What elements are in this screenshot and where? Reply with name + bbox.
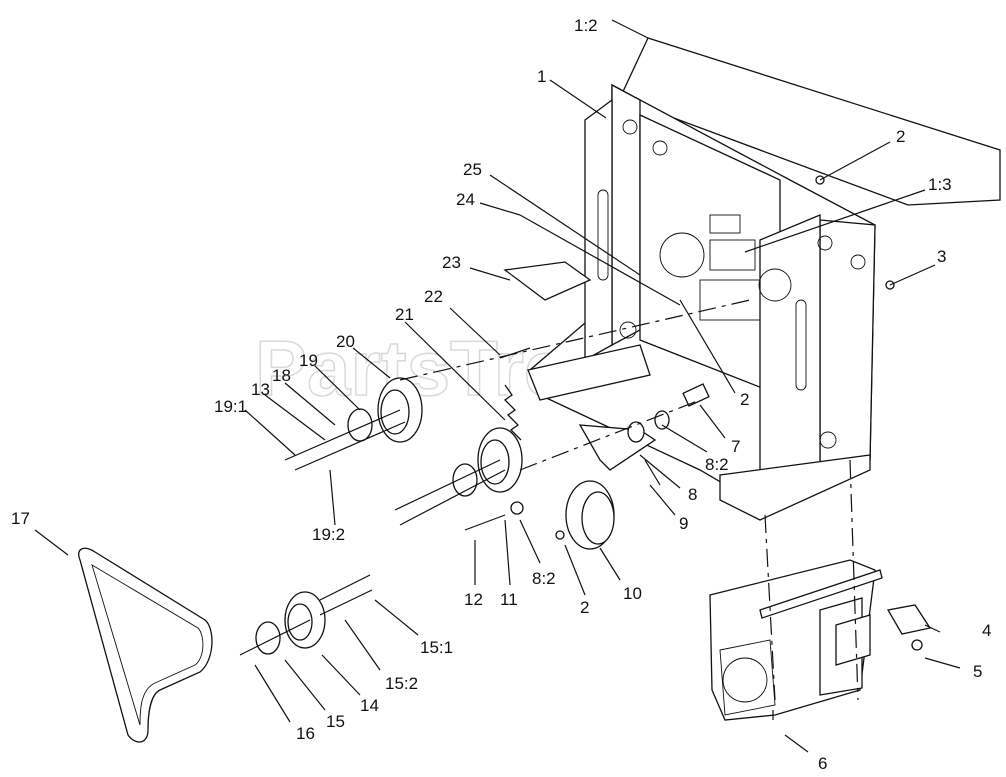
leader-lines (34, 19, 961, 753)
belt-17 (78, 547, 213, 743)
callout-19-1: 19:1 (214, 397, 247, 416)
callout-3: 3 (937, 247, 946, 266)
callout-19: 19 (299, 351, 318, 370)
callout-16: 16 (296, 724, 315, 743)
callout-24: 24 (456, 190, 475, 209)
callout-15-2: 15:2 (385, 674, 418, 693)
callout-8-2-b: 8:2 (532, 569, 556, 588)
callout-8-2: 8:2 (705, 455, 729, 474)
callout-11: 11 (500, 590, 518, 609)
callout-22: 22 (424, 287, 443, 306)
callout-15: 15 (326, 712, 345, 731)
callouts: 1:2 1 2 1:3 25 24 3 23 22 21 20 19 18 13… (11, 16, 991, 773)
callout-18: 18 (272, 366, 291, 385)
callout-1: 1 (537, 67, 546, 86)
callout-4: 4 (982, 621, 991, 640)
spring-21 (503, 384, 522, 441)
callout-23: 23 (442, 253, 461, 272)
callout-1-2: 1:2 (574, 16, 598, 35)
pulley-center (394, 427, 523, 526)
idler-pulley-10 (555, 480, 615, 550)
callout-7: 7 (731, 437, 740, 456)
callout-25: 25 (463, 160, 482, 179)
assembly-lines (399, 299, 859, 701)
fasteners (464, 175, 923, 720)
callout-14: 14 (360, 696, 379, 715)
callout-12: 12 (464, 590, 483, 609)
callout-2-b: 2 (740, 390, 749, 409)
callout-6: 6 (818, 754, 827, 773)
callout-21: 21 (395, 305, 414, 324)
callout-20: 20 (336, 332, 355, 351)
callout-8: 8 (688, 485, 697, 504)
pulley-20 (284, 377, 423, 471)
main-frame (527, 83, 876, 521)
callout-2-c: 2 (580, 598, 589, 617)
bracket-23 (503, 261, 592, 301)
callout-17: 17 (11, 509, 30, 528)
mount-chassis (709, 559, 932, 721)
callout-5: 5 (973, 662, 982, 681)
callout-13: 13 (251, 380, 270, 399)
top-cover-plate (619, 37, 1001, 206)
callout-2: 2 (896, 127, 905, 146)
callout-19-2: 19:2 (312, 525, 345, 544)
callout-1-3: 1:3 (928, 175, 952, 194)
pulley-14 (239, 574, 373, 656)
callout-9: 9 (679, 514, 688, 533)
callout-15-1: 15:1 (420, 638, 453, 657)
callout-10: 10 (623, 584, 642, 603)
